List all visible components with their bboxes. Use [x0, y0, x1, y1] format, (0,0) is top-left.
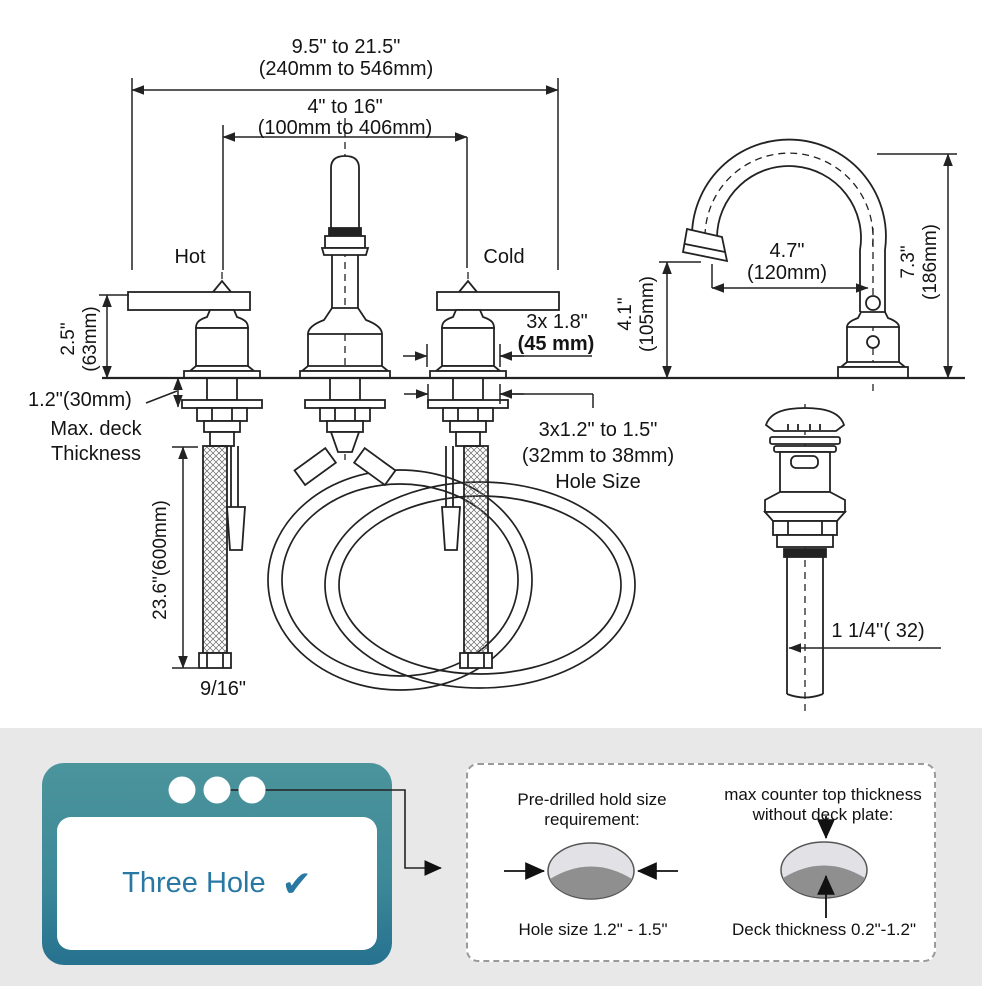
three-hole-card-inner: Three Hole ✔ — [57, 817, 377, 950]
popup-drain — [762, 407, 848, 699]
dim-hose-length: 23.6"(600mm) — [150, 500, 171, 620]
hose-loops — [267, 469, 636, 691]
dim-hole-size-line1: 3x1.2" to 1.5" — [538, 419, 658, 441]
deck-caption: Deck thickness 0.2"-1.2" — [731, 920, 917, 939]
deck-title-line2: without deck plate: — [752, 805, 894, 824]
hole-title-line2: requirement: — [544, 810, 640, 829]
three-hole-card: Three Hole ✔ — [42, 763, 392, 965]
dim-handle-height: 2.5" (63mm) — [58, 306, 101, 372]
dim-base-diameter-mm: (45 mm) — [517, 333, 595, 355]
dim-spout-reach-mm: (120mm) — [746, 262, 828, 284]
three-hole-label: Three Hole — [122, 867, 266, 899]
dim-spout-height: 7.3" (186mm) — [898, 223, 941, 301]
check-icon: ✔ — [281, 862, 312, 904]
label-hose-thread: 9/16" — [199, 678, 247, 700]
dim-hole-size-line3: Hole Size — [555, 471, 641, 493]
dim-handle-spread-mm: (100mm to 406mm) — [257, 117, 433, 139]
dim-handle-spread-inches: 4" to 16" — [307, 96, 383, 118]
dim-base-diameter-inches: 3x 1.8" — [526, 311, 588, 333]
dim-spout-reach-inches: 4.7" — [769, 240, 805, 262]
dim-overall-spread-inches: 9.5" to 21.5" — [291, 36, 401, 58]
spout-side — [681, 138, 909, 379]
caption-deck-line2: Thickness — [50, 443, 142, 465]
dim-spout-outlet-height: 4.1" (105mm) — [615, 275, 658, 353]
spout-front — [293, 155, 397, 487]
hole-caption: Hole size 1.2" - 1.5" — [518, 920, 668, 939]
dim-overall-spread-mm: (240mm to 546mm) — [258, 58, 434, 80]
deck-title-line1: max counter top thickness — [724, 785, 922, 804]
caption-deck-line1: Max. deck — [50, 418, 142, 440]
hole-title-line1: Pre-drilled hold size — [517, 790, 667, 809]
label-hot: Hot — [174, 246, 206, 268]
label-cold: Cold — [483, 246, 525, 268]
dim-deck-thickness: 1.2"(30mm) — [28, 389, 132, 411]
dimension-lines — [99, 78, 957, 669]
dim-hole-size-line2: (32mm to 38mm) — [521, 445, 675, 467]
technical-drawing — [99, 78, 965, 712]
hot-handle — [127, 279, 263, 669]
dim-drain-size: 1 1/4''( 32) — [831, 620, 925, 642]
